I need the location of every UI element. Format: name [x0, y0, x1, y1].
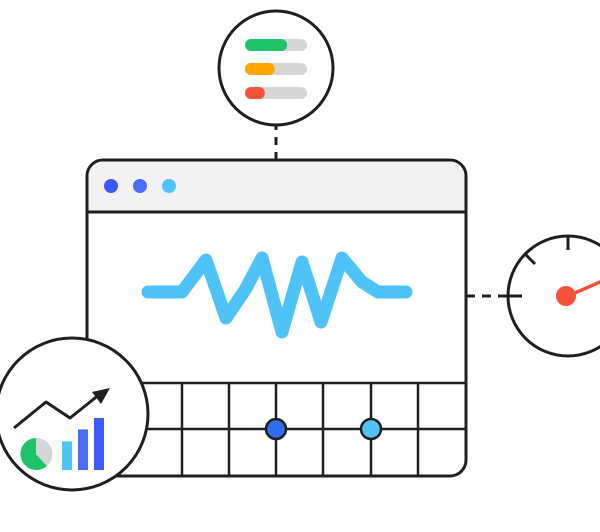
trend-arrow-head [92, 388, 110, 404]
window-dot-icon [133, 179, 147, 193]
mini-bar [94, 418, 104, 470]
window-titlebar [88, 161, 465, 212]
window-dot-icon [104, 179, 118, 193]
meter-fill-red [245, 87, 265, 99]
speedometer-gauge-icon [506, 234, 600, 358]
window-dot-icon [162, 179, 176, 193]
gauge-circle [506, 234, 600, 358]
trend-line [13, 392, 101, 430]
meter-fill-orange [245, 63, 275, 75]
mini-bar [62, 441, 72, 470]
mini-bar [78, 429, 88, 470]
waveform-icon [141, 251, 413, 339]
browser-window [85, 158, 468, 478]
pie-slice [36, 437, 53, 466]
grid-marker [264, 417, 288, 441]
status-meter-icon [217, 9, 335, 127]
gauge-hub [556, 286, 576, 306]
pie-slice [20, 438, 47, 470]
gauge-tick [524, 253, 537, 266]
grid-marker [359, 417, 383, 441]
analytics-chart-icon [0, 336, 150, 492]
meter-fill-green [245, 39, 288, 51]
